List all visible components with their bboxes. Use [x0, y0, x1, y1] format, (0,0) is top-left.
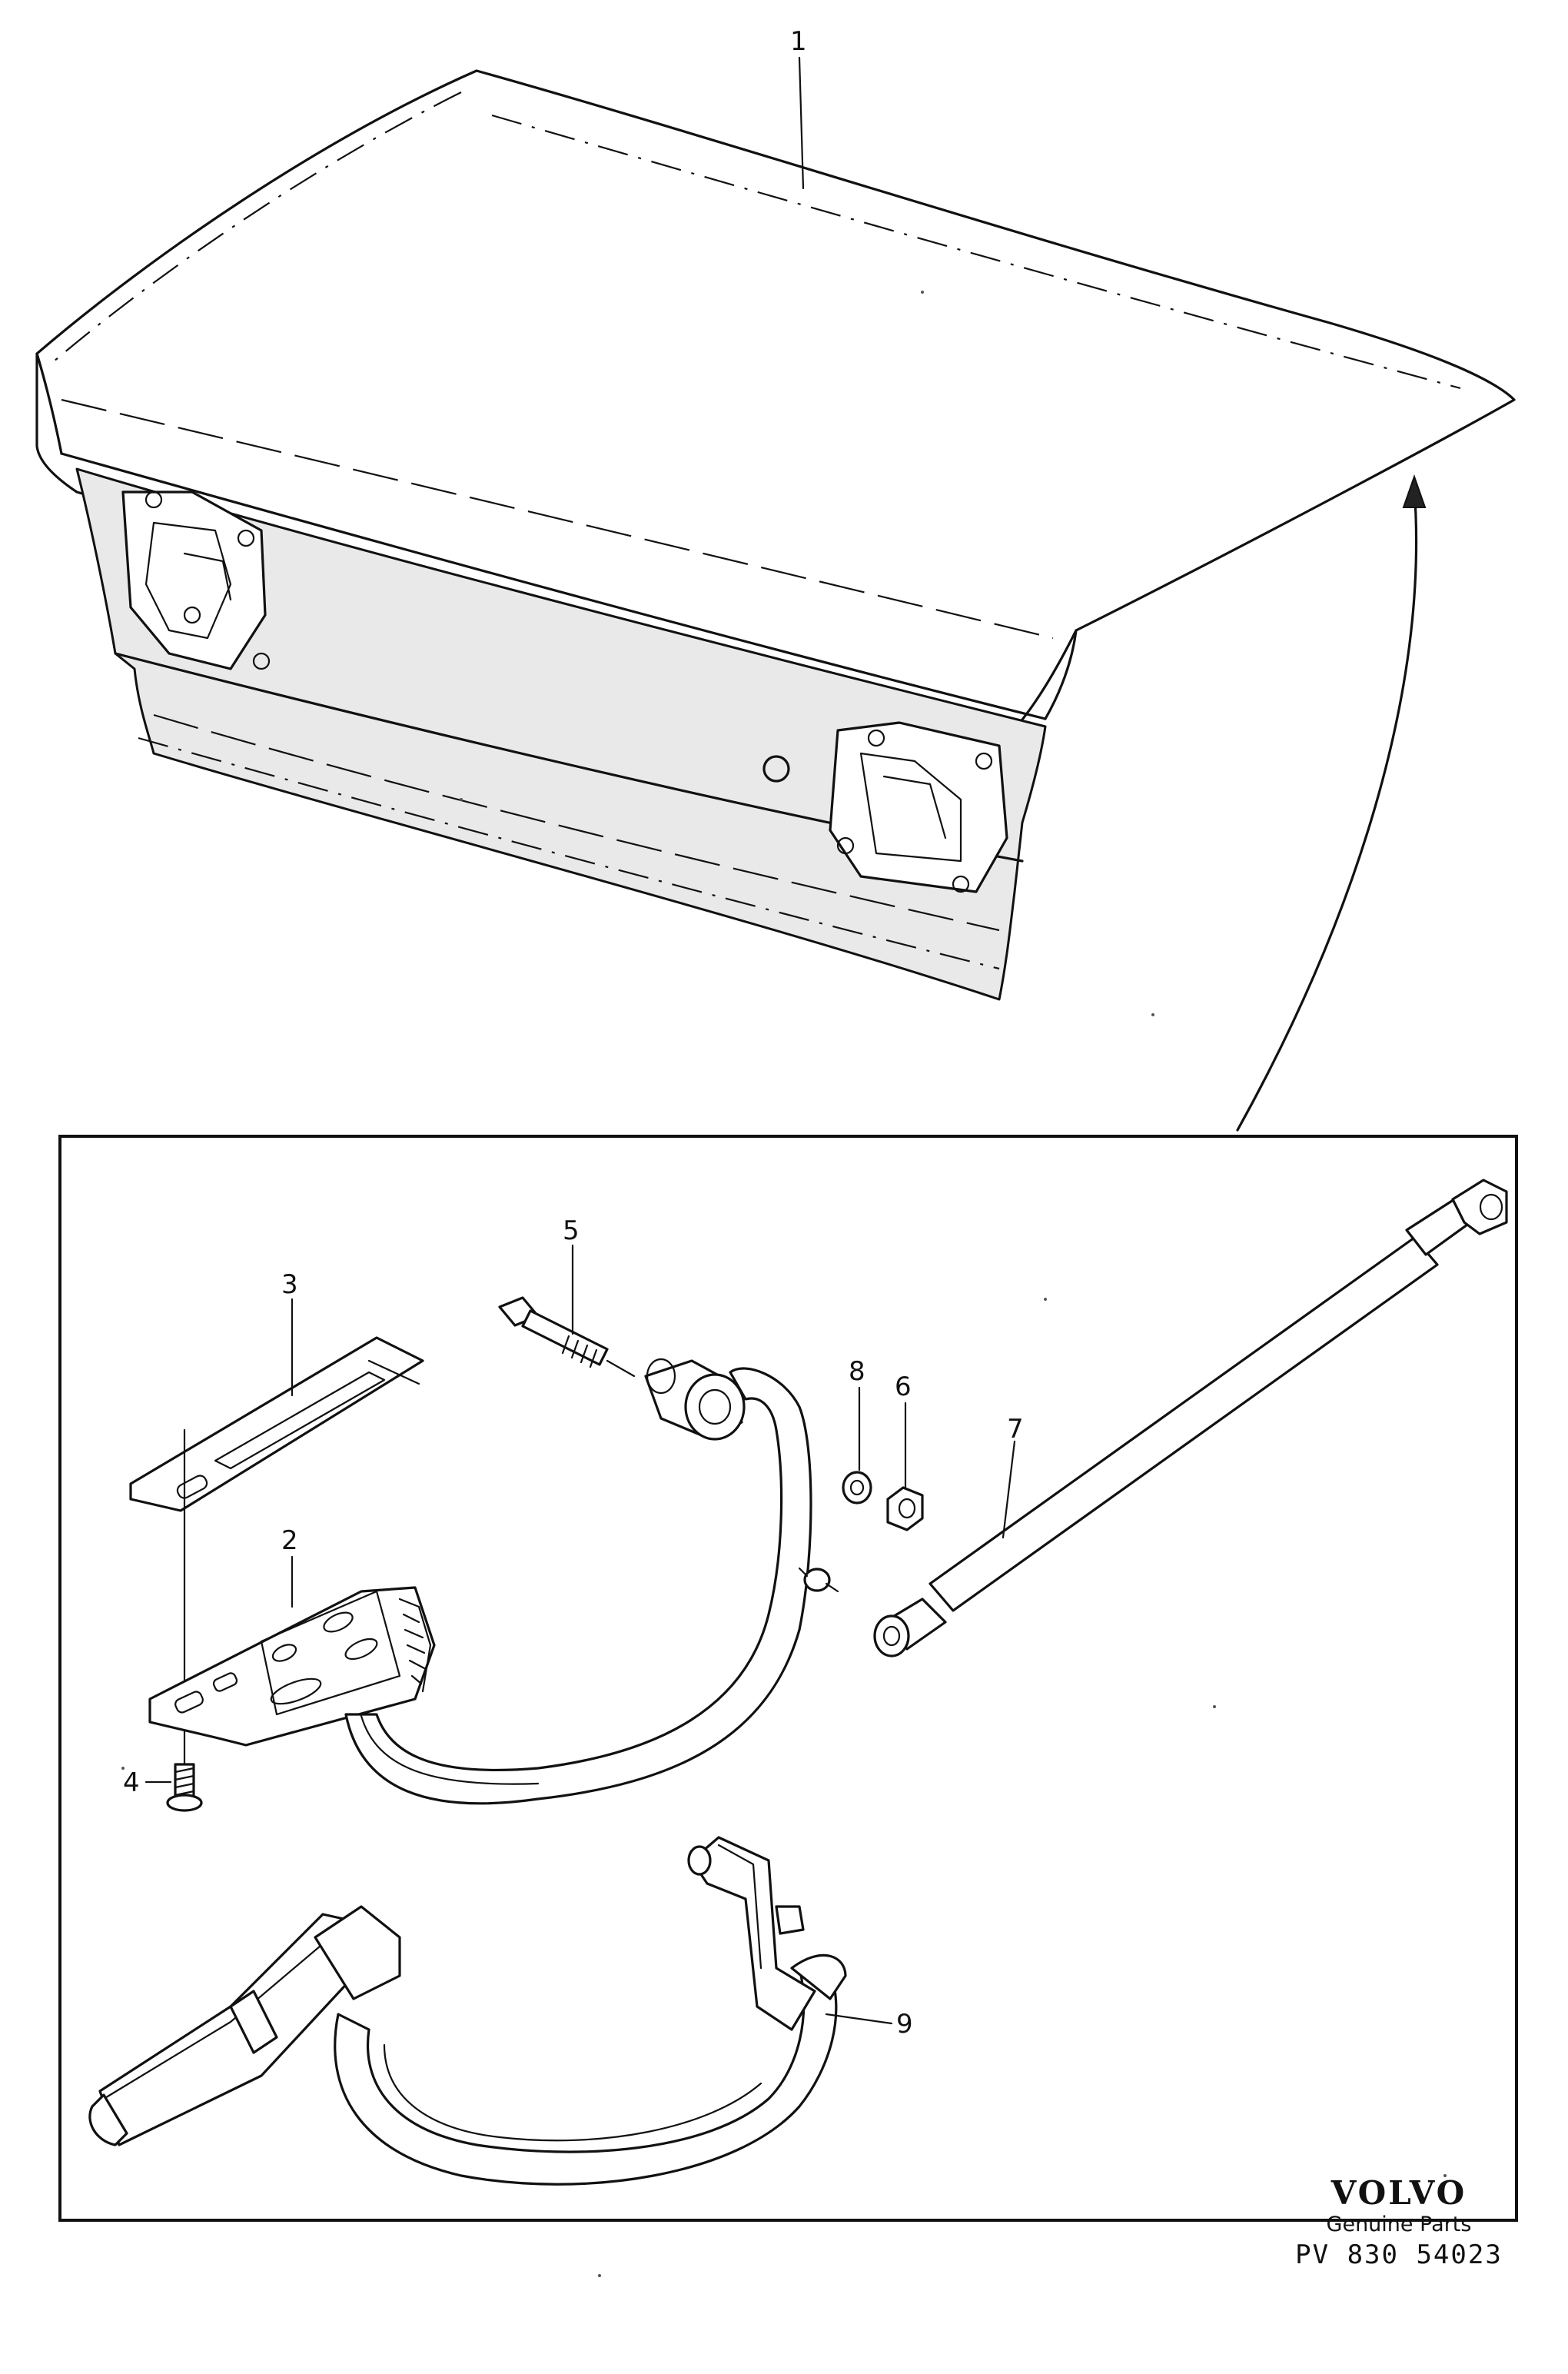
callout-1-leader — [798, 56, 805, 190]
callout-3: 3 — [281, 1269, 298, 1300]
part-9-hinge-assembly — [88, 1836, 847, 2186]
part-2-bracket — [148, 1586, 436, 1747]
part-8-washer — [842, 1471, 872, 1505]
strut-ball-stud — [798, 1567, 839, 1593]
part-5-bolt — [498, 1296, 609, 1368]
callout-4: 4 — [123, 1767, 140, 1798]
part-number-code: PV 830 54023 — [1295, 2239, 1503, 2270]
callout-7: 7 — [1007, 1414, 1024, 1445]
callout-6: 6 — [895, 1372, 912, 1402]
part-4-screw — [166, 1763, 203, 1812]
volvo-logo: VOLVO — [1330, 2174, 1467, 2212]
callout-9: 9 — [896, 2009, 913, 2040]
callout-5: 5 — [563, 1215, 580, 1246]
part-6-nut — [886, 1486, 924, 1531]
part-7-gas-strut — [873, 1179, 1508, 1657]
callout-8: 8 — [849, 1356, 865, 1387]
brand-subtitle: Genuine Parts — [1326, 2213, 1472, 2236]
scan-specks — [121, 291, 1447, 2277]
part-3-plate — [129, 1336, 424, 1512]
detail-frame — [58, 1135, 1518, 2222]
callout-1: 1 — [790, 26, 807, 57]
brand-block: VOLVO Genuine Parts PV 830 54023 — [1291, 2176, 1507, 2271]
trunk-lid — [35, 69, 1516, 1132]
callout-2: 2 — [281, 1525, 298, 1556]
hinge-arm — [344, 1358, 812, 1805]
